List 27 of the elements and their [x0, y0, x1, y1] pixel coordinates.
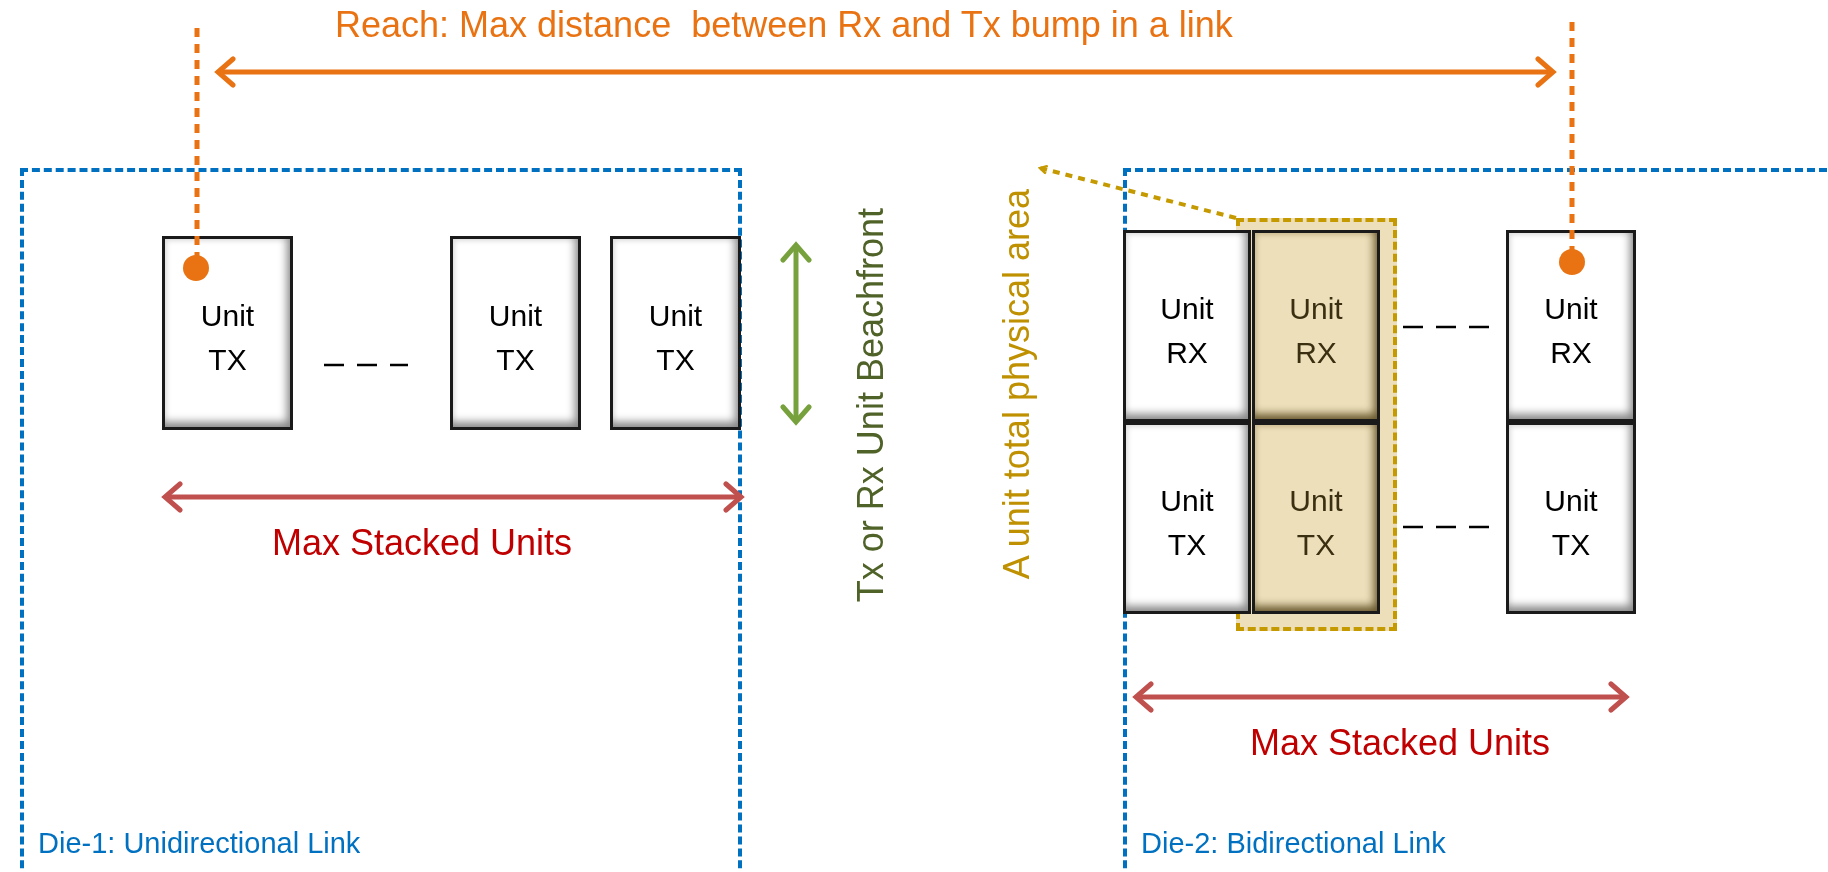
- unit-block: [450, 236, 581, 430]
- highlighted-region: [1236, 218, 1397, 631]
- unit-label: Unit TX: [648, 298, 703, 378]
- unit-label: Unit RX: [1289, 291, 1343, 371]
- unit-block: [1506, 230, 1636, 422]
- unit-block: [1123, 230, 1251, 422]
- unit-label: Unit TX: [1544, 483, 1598, 563]
- die-label: Die-1: Unidirectional Link: [38, 827, 361, 860]
- unit-label: Unit RX: [1544, 291, 1598, 371]
- beachfront-label: Tx or Rx Unit Beachfront: [850, 207, 892, 603]
- unit-label: Unit TX: [200, 298, 255, 378]
- dimension-label: Max Stacked Units: [272, 522, 573, 564]
- reach-label: Reach: Max distance between Rx and Tx bump in a link: [335, 4, 1233, 46]
- leader-arrow: [1038, 164, 1237, 220]
- unit-block: [1123, 422, 1251, 614]
- area-label: A unit total physical area: [996, 188, 1038, 580]
- unit-label: Unit TX: [1289, 483, 1343, 563]
- unit-block: [162, 236, 293, 430]
- unit-block: [1252, 230, 1380, 422]
- unit-block: [1252, 422, 1380, 614]
- unit-block: [1506, 422, 1636, 614]
- unit-label: Unit TX: [1160, 483, 1214, 563]
- unit-block: [610, 236, 741, 430]
- die-label: Die-2: Bidirectional Link: [1141, 827, 1446, 860]
- dimension-label: Max Stacked Units: [1250, 722, 1551, 764]
- unit-label: Unit RX: [1160, 291, 1214, 371]
- unit-label: Unit TX: [488, 298, 543, 378]
